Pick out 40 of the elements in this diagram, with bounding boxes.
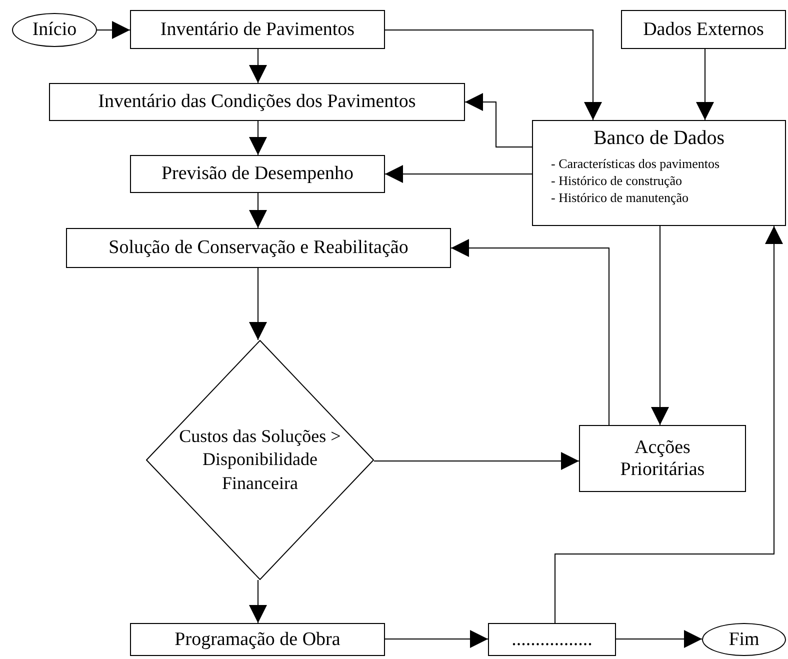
- arrow: [384, 165, 532, 183]
- list-item: - Características dos pavimentos: [551, 156, 720, 173]
- box-label: Fim: [728, 628, 760, 650]
- process-box: [488, 623, 616, 656]
- box-label: Inventário das Condições dos Pavimentos: [98, 91, 416, 113]
- arrow: [374, 452, 580, 470]
- process-box: [49, 83, 465, 121]
- process-box: [579, 425, 746, 492]
- arrow: [464, 93, 532, 148]
- box-label: Solução de Conservação e Reabilitação: [108, 237, 408, 259]
- process-box: [130, 623, 385, 656]
- arrow: [696, 48, 714, 120]
- list-item: - Histórico de construção: [551, 172, 682, 190]
- box-label: Inventário de Pavimentos: [160, 18, 355, 40]
- arrow: [249, 268, 267, 340]
- box-label: Início: [32, 19, 77, 41]
- decision-label: Custos das Soluções > Disponibilidade Financeira: [178, 424, 342, 495]
- box-heading: Banco de Dados: [593, 127, 725, 150]
- process-box: [621, 10, 786, 49]
- arrow: [249, 48, 267, 84]
- box-label: Previsão de Desempenho: [161, 163, 354, 185]
- arrow: [384, 30, 602, 120]
- arrow: [249, 580, 267, 624]
- arrow: [450, 239, 610, 426]
- list-item: - Histórico de manutenção: [551, 190, 689, 207]
- process-box: [130, 155, 385, 193]
- box-label: .................: [512, 628, 592, 650]
- box-label: Acções Prioritárias: [619, 436, 706, 480]
- arrow: [616, 630, 702, 648]
- arrow: [651, 226, 669, 426]
- arrow: [249, 120, 267, 156]
- arrow: [249, 192, 267, 228]
- process-box: [532, 120, 786, 226]
- box-label: Dados Externos: [643, 18, 764, 40]
- arrow: [384, 630, 488, 648]
- box-label: Programação de Obra: [174, 628, 340, 650]
- arrow: [96, 21, 130, 39]
- process-box: [66, 228, 451, 268]
- arrow: [554, 226, 783, 624]
- process-box: [130, 10, 385, 49]
